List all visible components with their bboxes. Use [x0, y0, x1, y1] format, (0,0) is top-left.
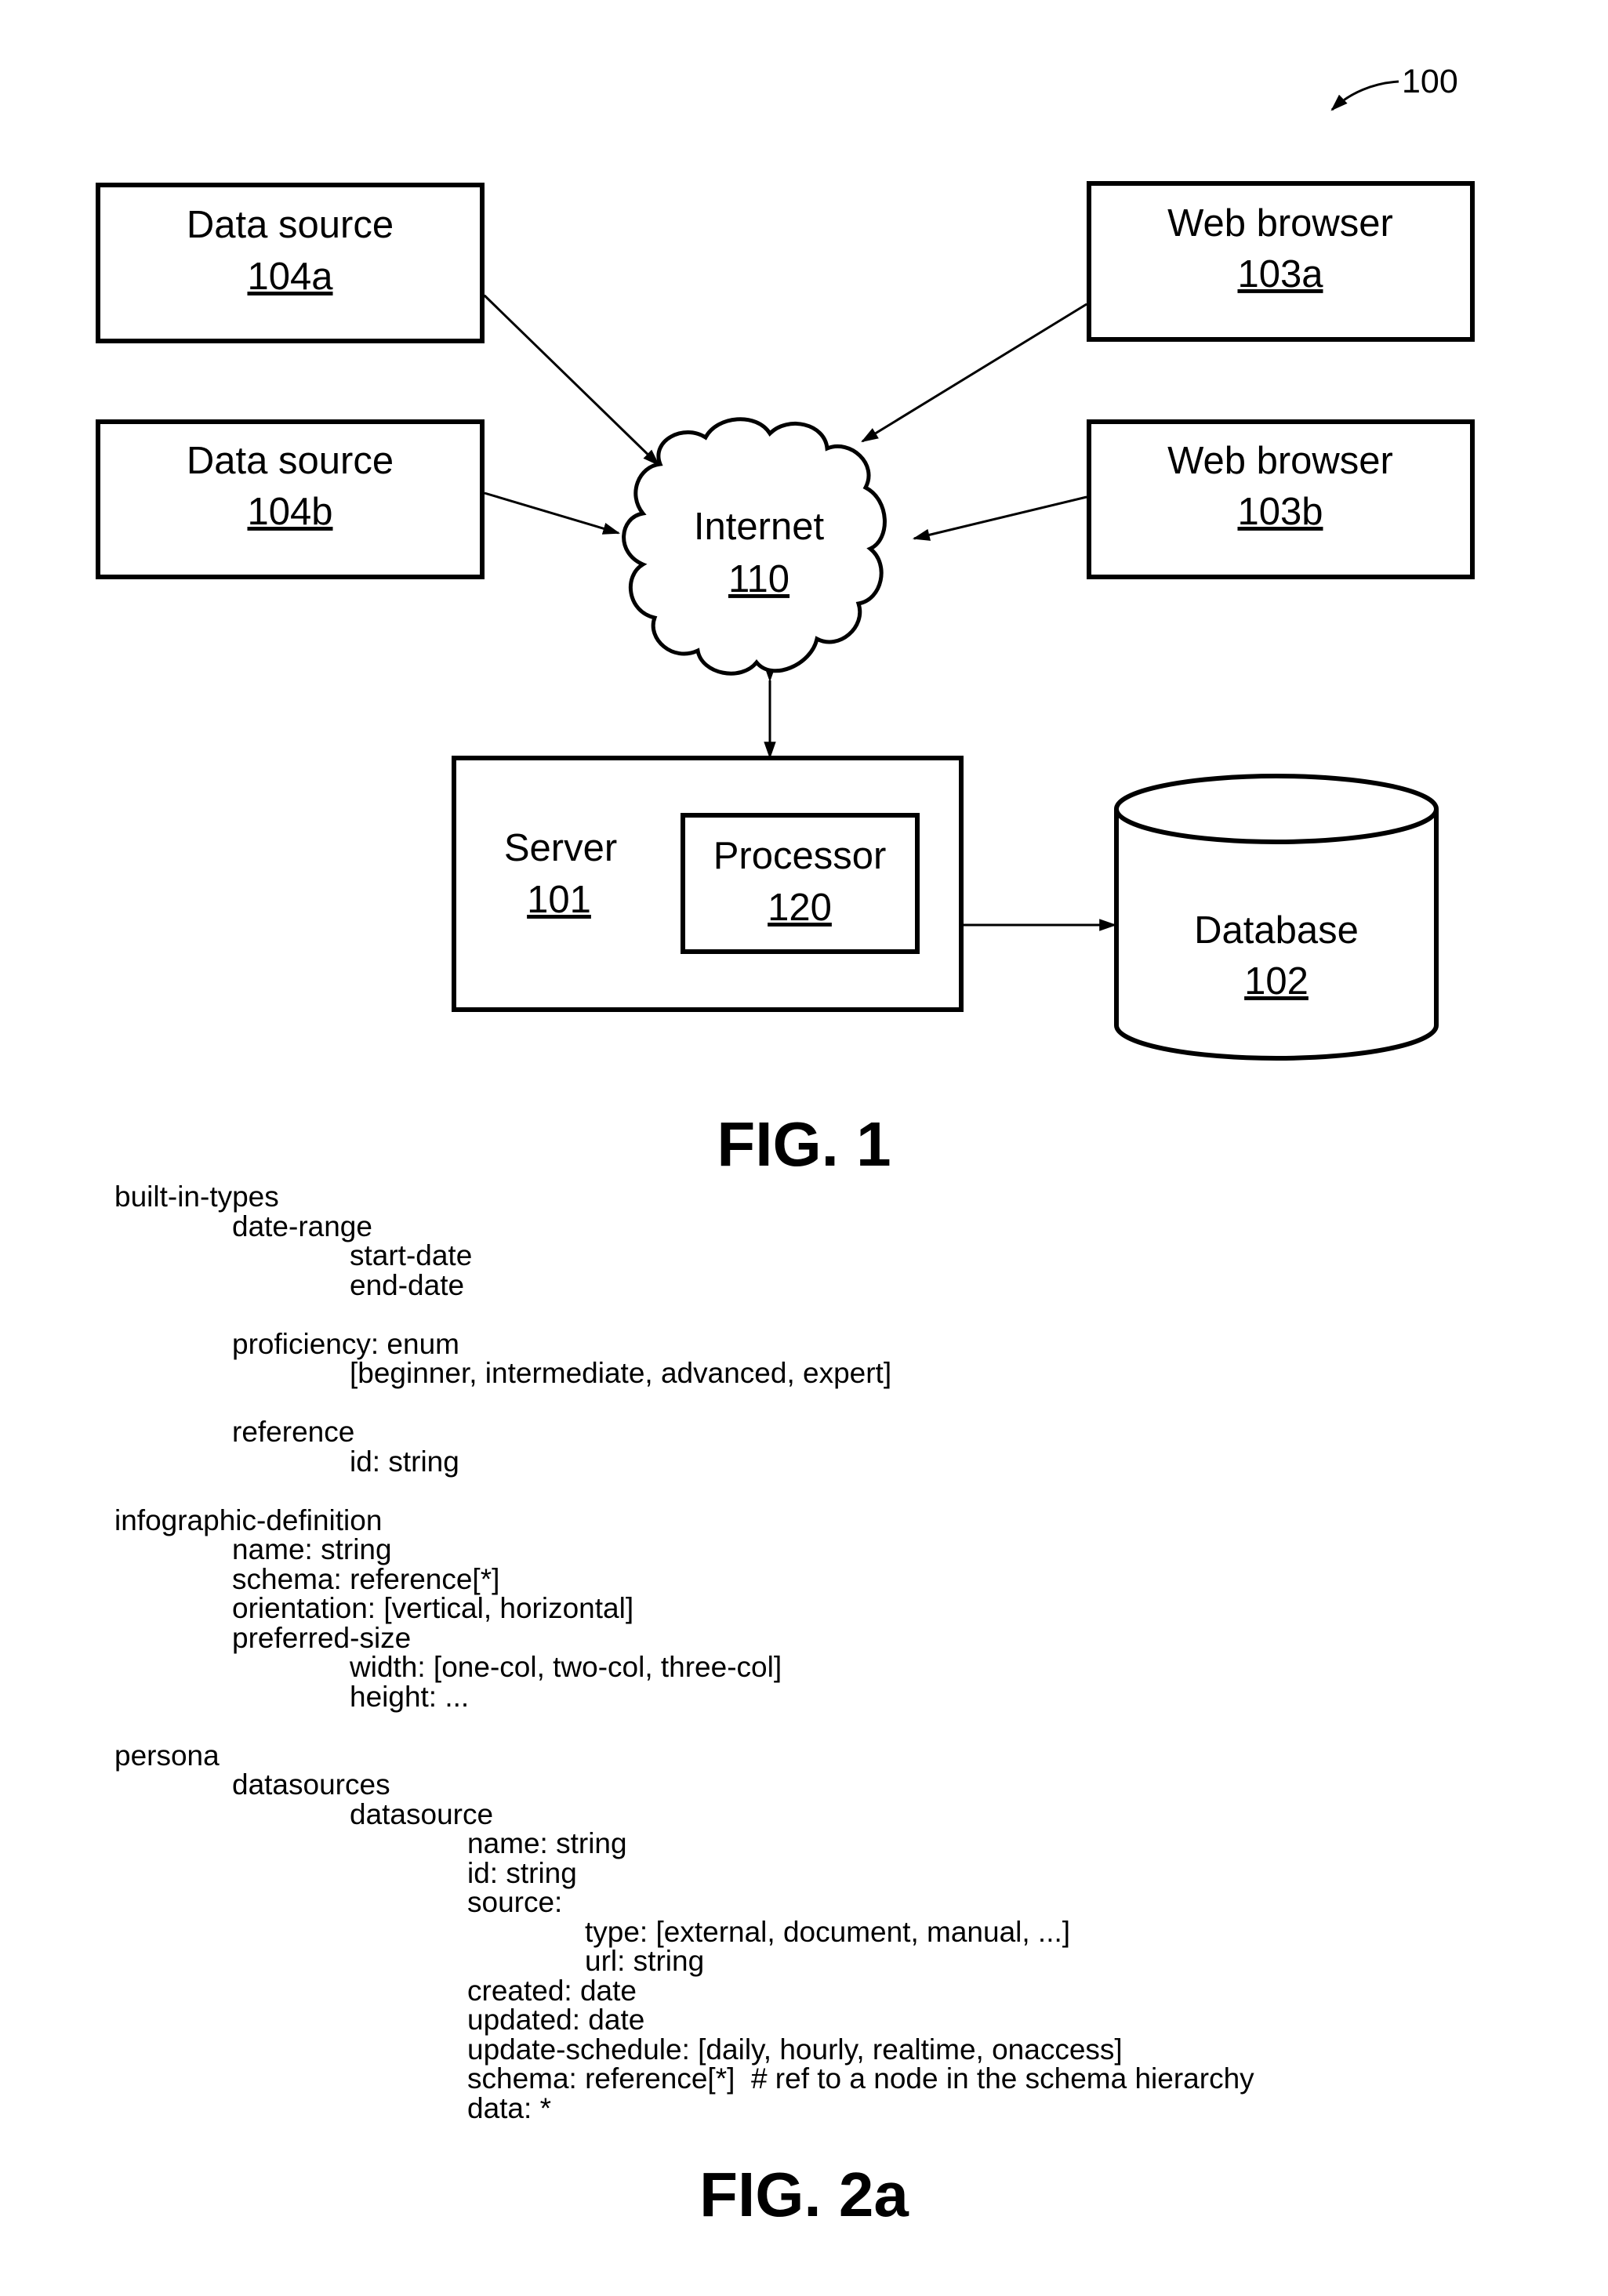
schema-line: created: date	[114, 1976, 1254, 2006]
schema-line: infographic-definition	[114, 1506, 1254, 1536]
web-browser-103b-label: Web browser	[1167, 440, 1393, 482]
schema-line	[114, 1476, 1254, 1506]
schema-line: name: string	[114, 1535, 1254, 1565]
schema-line: data: *	[114, 2094, 1254, 2124]
schema-line: datasource	[114, 1800, 1254, 1830]
schema-line: proficiency: enum	[114, 1329, 1254, 1359]
connector-browser-a-internet	[862, 304, 1087, 441]
data-source-104b: Data source 104b	[98, 422, 482, 577]
schema-line: orientation: [vertical, horizontal]	[114, 1594, 1254, 1623]
schema-line	[114, 1300, 1254, 1329]
figure-reference-arrow	[1332, 82, 1399, 110]
schema-line	[114, 1711, 1254, 1741]
figure-1-caption: FIG. 1	[0, 1113, 1608, 1176]
processor-120: Processor 120	[683, 815, 917, 952]
schema-line: [beginner, intermediate, advanced, exper…	[114, 1358, 1254, 1388]
web-browser-103b-number: 103b	[1237, 491, 1323, 533]
connector-browser-b-internet	[914, 497, 1087, 539]
schema-line: source:	[114, 1888, 1254, 1917]
data-source-104a: Data source 104a	[98, 185, 482, 341]
schema-line: start-date	[114, 1241, 1254, 1271]
connector-datasource-b-internet	[485, 493, 619, 533]
schema-line: url: string	[114, 1946, 1254, 1976]
schema-line: height: ...	[114, 1682, 1254, 1712]
web-browser-103a-label: Web browser	[1167, 202, 1393, 245]
schema-line: width: [one-col, two-col, three-col]	[114, 1652, 1254, 1682]
web-browser-103a-number: 103a	[1237, 253, 1323, 296]
figure-reference-number: 100	[1402, 63, 1458, 100]
schema-listing: built-in-typesdate-rangestart-dateend-da…	[114, 1182, 1254, 2123]
schema-line: type: [external, document, manual, ...]	[114, 1917, 1254, 1947]
internet-number: 110	[728, 558, 789, 600]
schema-line: update-schedule: [daily, hourly, realtim…	[114, 2035, 1254, 2065]
data-source-104a-number: 104a	[247, 256, 333, 298]
schema-line: date-range	[114, 1212, 1254, 1242]
schema-line: reference	[114, 1417, 1254, 1447]
database-102: Database 102	[1116, 776, 1436, 1058]
schema-line: preferred-size	[114, 1623, 1254, 1653]
schema-line	[114, 1388, 1254, 1418]
schema-line: name: string	[114, 1829, 1254, 1859]
processor-label: Processor	[713, 835, 887, 877]
internet-label: Internet	[694, 506, 825, 548]
server-number: 101	[527, 879, 591, 921]
data-source-104a-label: Data source	[187, 204, 394, 246]
processor-number: 120	[768, 887, 832, 929]
internet-cloud-110: Internet 110	[624, 419, 885, 673]
schema-line: end-date	[114, 1271, 1254, 1300]
schema-line: schema: reference[*]	[114, 1565, 1254, 1594]
system-diagram: 100 Data source 104a Data source 104b We…	[0, 0, 1608, 1176]
web-browser-103a: Web browser 103a	[1089, 183, 1472, 339]
database-top	[1116, 776, 1436, 842]
schema-line: datasources	[114, 1770, 1254, 1800]
schema-line: updated: date	[114, 2005, 1254, 2035]
schema-line: id: string	[114, 1447, 1254, 1477]
schema-line: id: string	[114, 1859, 1254, 1888]
data-source-104b-label: Data source	[187, 440, 394, 482]
schema-line: persona	[114, 1741, 1254, 1771]
web-browser-103b: Web browser 103b	[1089, 422, 1472, 577]
schema-line: built-in-types	[114, 1182, 1254, 1212]
data-source-104b-number: 104b	[247, 491, 332, 533]
schema-line: schema: reference[*] # ref to a node in …	[114, 2064, 1254, 2094]
connector-datasource-a-internet	[485, 296, 659, 465]
database-label: Database	[1194, 909, 1359, 952]
figure-2a-caption: FIG. 2a	[0, 2164, 1608, 2226]
server-101: Server 101 Processor 120	[454, 758, 961, 1010]
server-label: Server	[504, 827, 617, 869]
database-number: 102	[1244, 960, 1309, 1003]
